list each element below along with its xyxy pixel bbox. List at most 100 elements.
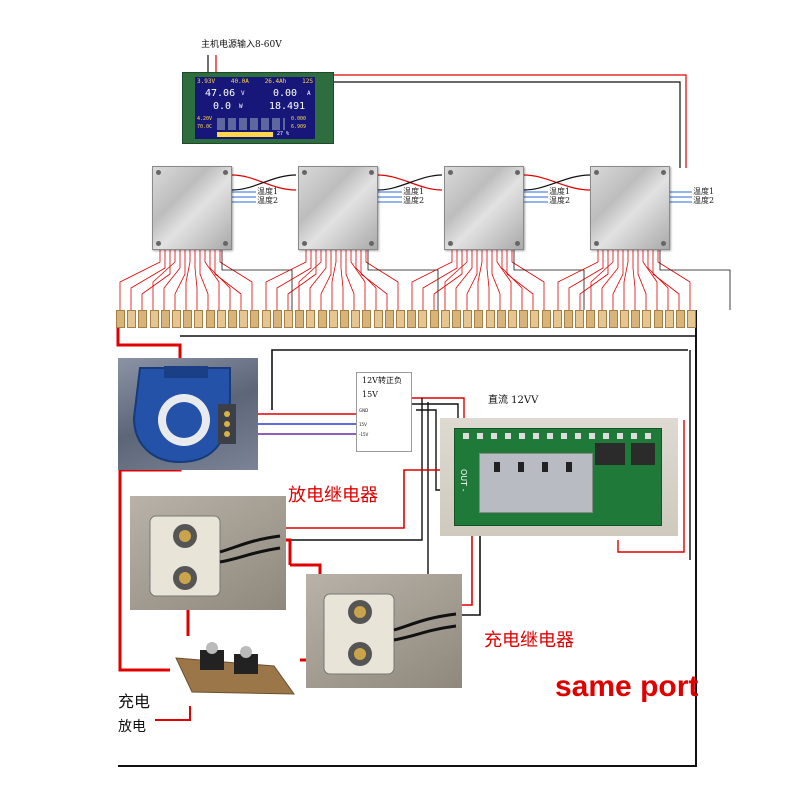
terminal-block — [284, 310, 293, 328]
temp-label-group-4: 温度1 温度2 — [693, 187, 714, 205]
terminal-block — [407, 310, 417, 328]
lcd-current-limit: 40.0A — [230, 78, 249, 85]
terminal-block — [429, 310, 439, 328]
discharge-relay-shape — [149, 515, 281, 597]
dc12v-red — [410, 397, 465, 425]
bms-module-1 — [152, 166, 232, 250]
lcd-cell-grid — [217, 118, 285, 130]
terminal-block — [508, 310, 517, 328]
board-heatsink — [479, 453, 593, 513]
balance-lead — [579, 248, 609, 310]
terminal-block — [328, 310, 338, 328]
cell-terminal-strip — [116, 310, 700, 328]
temp-label-group-3: 温度1 温度2 — [549, 187, 570, 205]
terminal-block — [440, 310, 450, 328]
bms-module-3 — [444, 166, 524, 250]
lcd-voltage: 47.06 — [205, 88, 236, 99]
balance-lead — [623, 248, 629, 310]
balance-lead — [496, 248, 512, 310]
balance-lead — [298, 248, 322, 310]
balance-lead — [130, 248, 166, 310]
main-negative-wire — [118, 310, 697, 767]
lcd-power-unit: W — [239, 103, 243, 110]
terminal-block — [138, 310, 148, 328]
temp-lines — [232, 191, 692, 203]
temp2-label: 温度2 — [693, 196, 715, 205]
terminal-block — [340, 310, 349, 328]
terminal-block — [194, 310, 204, 328]
shunt-photo — [170, 636, 300, 706]
lcd-cell-voltage: 3.93V — [197, 78, 216, 85]
bms-link-3 — [523, 174, 591, 191]
balance-lead — [345, 248, 355, 310]
terminal-block — [664, 310, 674, 328]
dc-converter-box: 12V转正负 15V GND 15V -15V — [356, 372, 412, 452]
balance-lead — [511, 248, 545, 310]
lcd-row4-right: 0.000 — [291, 116, 307, 122]
balance-lead — [632, 248, 636, 310]
board-out-label: OUT - — [459, 469, 468, 492]
terminal-block — [474, 310, 484, 328]
terminal-block — [160, 310, 170, 328]
balance-lead — [642, 248, 658, 310]
temp1-label: 温度1 — [693, 187, 715, 196]
board-relay-1 — [595, 443, 625, 465]
terminal-block — [362, 310, 372, 328]
control-board-pcb: OUT - — [454, 428, 662, 526]
balance-lead — [557, 248, 599, 310]
balance-lead — [433, 248, 463, 310]
terminal-block — [216, 310, 226, 328]
balance-lead — [601, 248, 619, 310]
terminal-block — [205, 310, 215, 328]
terminal-block — [228, 310, 237, 328]
terminal-block — [295, 310, 305, 328]
converter-title: 12V转正负 — [362, 376, 402, 385]
terminal-block — [552, 310, 562, 328]
terminal-block — [172, 310, 181, 328]
temp2-label: 温度2 — [549, 196, 571, 205]
balance-lead-black — [221, 248, 293, 310]
lcd-series-count: 12S — [302, 78, 313, 85]
relay-coil-black-1 — [238, 398, 423, 541]
lcd-soc-bar — [217, 132, 273, 137]
terminal-block — [183, 310, 193, 328]
charge-relay-photo — [306, 574, 462, 688]
balance-lead — [350, 248, 366, 310]
balance-lead — [657, 248, 691, 310]
hall-sensor-shape — [132, 366, 236, 464]
lcd-comm-wire-red — [332, 74, 687, 168]
lcd-current-unit: A — [307, 90, 311, 97]
converter-value: 15V — [362, 390, 378, 399]
balance-lead — [199, 248, 209, 310]
lcd-row5-right: 6.909 — [291, 124, 307, 130]
balance-lead — [590, 248, 614, 310]
balance-lead — [466, 248, 478, 310]
terminal-block — [149, 310, 159, 328]
converter-pin-15v: 15V — [359, 422, 367, 427]
balance-lead — [214, 248, 242, 310]
discharge-label: 放电 — [118, 719, 146, 735]
lcd-screen: 3.93V 40.0A 26.4Ah 12S 47.06 V 0.00 A 0.… — [195, 77, 315, 139]
balance-lead — [455, 248, 473, 310]
converter-pin-gnd: GND — [359, 408, 369, 413]
temp1-label: 温度1 — [257, 187, 279, 196]
charge-label: 充电 — [118, 692, 151, 711]
temp-label-group-1: 温度1 温度2 — [257, 187, 278, 205]
balance-lead — [185, 248, 191, 310]
lcd-status-row: 3.93V 40.0A 26.4Ah 12S — [197, 79, 313, 85]
lcd-comm-wire-black — [332, 81, 681, 168]
terminal-block — [317, 310, 327, 328]
balance-lead — [491, 248, 501, 310]
charge-relay-shape — [323, 593, 457, 675]
terminal-block — [586, 310, 596, 328]
terminal-block — [653, 310, 663, 328]
balance-lead-black — [513, 248, 585, 310]
bms-link-2 — [377, 174, 443, 191]
discharge-relay-red — [238, 469, 448, 529]
balance-lead — [204, 248, 220, 310]
terminal-block — [541, 310, 551, 328]
terminal-block — [519, 310, 529, 328]
balance-lead — [331, 248, 337, 310]
balance-lead — [422, 248, 458, 310]
